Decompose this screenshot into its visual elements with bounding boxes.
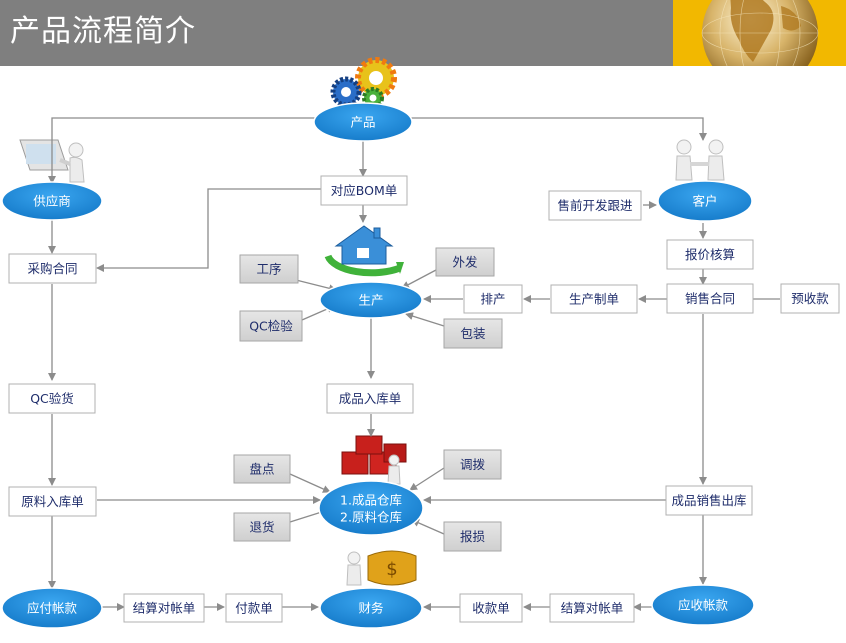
node-sales-out: 成品销售出库 xyxy=(665,485,753,516)
arrow-process-to-production xyxy=(295,279,337,293)
svg-text:退货: 退货 xyxy=(249,520,274,535)
node-transfer: 调拨 xyxy=(443,449,502,480)
node-supplier: 供应商 xyxy=(1,181,103,221)
gears-icon xyxy=(330,57,397,109)
svg-text:应付帐款: 应付帐款 xyxy=(27,601,78,616)
svg-text:应收帐款: 应收帐款 xyxy=(678,598,729,613)
page-title: 产品流程简介 xyxy=(10,14,196,49)
node-quotation: 报价核算 xyxy=(666,239,754,270)
node-payable: 应付帐款 xyxy=(1,587,103,629)
node-stocktake: 盘点 xyxy=(233,454,291,484)
node-outsource: 外发 xyxy=(435,247,495,277)
svg-text:调拨: 调拨 xyxy=(460,457,486,472)
node-process: 工序 xyxy=(239,254,299,284)
node-settle-right: 结算对帐单 xyxy=(549,593,635,623)
arrow-damage-to-warehouse xyxy=(411,519,445,535)
node-payment: 付款单 xyxy=(225,593,283,623)
node-damage: 报损 xyxy=(443,521,502,552)
handshake-icon xyxy=(675,139,725,181)
svg-text:原料入库单: 原料入库单 xyxy=(21,494,84,509)
node-presale: 售前开发跟进 xyxy=(548,190,642,221)
svg-text:1.成品仓库: 1.成品仓库 xyxy=(340,493,402,508)
svg-text:供应商: 供应商 xyxy=(33,194,71,209)
node-scheduling: 排产 xyxy=(463,284,523,314)
svg-text:2.原料仓库: 2.原料仓库 xyxy=(340,510,402,525)
svg-text:报价核算: 报价核算 xyxy=(685,247,735,262)
svg-text:生产制单: 生产制单 xyxy=(569,292,619,307)
warehouse-boxes-icon xyxy=(341,435,407,485)
node-sales-contract: 销售合同 xyxy=(666,283,754,314)
arrow-packaging-to-production xyxy=(405,312,445,327)
svg-text:盘点: 盘点 xyxy=(249,462,274,477)
node-packaging: 包装 xyxy=(443,318,503,349)
node-warehouse: 1.成品仓库 2.原料仓库 xyxy=(318,480,424,536)
node-prepayment: 预收款 xyxy=(780,283,840,314)
svg-text:产品: 产品 xyxy=(350,115,375,130)
svg-text:包装: 包装 xyxy=(460,326,485,341)
svg-text:报损: 报损 xyxy=(460,529,486,544)
arrow-bom-to-purchase-contract xyxy=(96,188,321,272)
node-purchase-contract: 采购合同 xyxy=(8,253,97,284)
node-customer: 客户 xyxy=(657,180,753,222)
factory-house-icon xyxy=(324,225,404,277)
svg-text:外发: 外发 xyxy=(452,255,478,270)
node-receipt: 收款单 xyxy=(459,593,523,623)
computer-figure-icon xyxy=(19,139,85,183)
node-receivable: 应收帐款 xyxy=(651,584,755,626)
arrow-product-to-customer xyxy=(411,117,707,141)
svg-text:生产: 生产 xyxy=(358,293,383,308)
node-qc-inspect: QC检验 xyxy=(239,310,303,342)
svg-text:排产: 排产 xyxy=(480,292,505,307)
svg-text:$: $ xyxy=(386,559,397,580)
node-settle-left: 结算对帐单 xyxy=(123,593,205,623)
node-qc-receive: QC验货 xyxy=(8,383,96,414)
svg-text:成品入库单: 成品入库单 xyxy=(339,391,402,406)
arrow-product-to-supplier xyxy=(48,117,315,184)
node-finished-in: 成品入库单 xyxy=(326,383,414,414)
svg-text:结算对帐单: 结算对帐单 xyxy=(561,601,624,616)
svg-text:QC验货: QC验货 xyxy=(30,391,74,406)
svg-text:采购合同: 采购合同 xyxy=(27,261,77,276)
svg-text:付款单: 付款单 xyxy=(235,601,273,616)
svg-text:收款单: 收款单 xyxy=(472,601,510,616)
node-prod-order: 生产制单 xyxy=(550,284,638,314)
arrow-outsource-to-production xyxy=(401,269,437,289)
svg-text:财务: 财务 xyxy=(358,601,383,616)
node-finance: 财务 xyxy=(319,587,423,629)
arrow-stocktake-to-warehouse xyxy=(289,473,331,493)
node-return-goods: 退货 xyxy=(233,512,291,542)
svg-text:对应BOM单: 对应BOM单 xyxy=(331,183,397,198)
node-production: 生产 xyxy=(319,281,423,319)
money-icon: $ xyxy=(346,550,417,586)
svg-text:销售合同: 销售合同 xyxy=(685,291,735,306)
svg-text:售前开发跟进: 售前开发跟进 xyxy=(557,198,633,213)
svg-text:客户: 客户 xyxy=(692,194,717,209)
node-bom: 对应BOM单 xyxy=(320,175,408,206)
node-product: 产品 xyxy=(313,102,413,142)
svg-text:成品销售出库: 成品销售出库 xyxy=(671,493,746,508)
arrow-transfer-to-warehouse xyxy=(409,467,445,491)
svg-text:工序: 工序 xyxy=(256,262,281,277)
connectors xyxy=(48,117,780,611)
node-raw-in: 原料入库单 xyxy=(8,486,97,517)
svg-text:结算对帐单: 结算对帐单 xyxy=(133,601,196,616)
svg-text:预收款: 预收款 xyxy=(791,291,829,306)
svg-text:QC检验: QC检验 xyxy=(249,319,293,334)
